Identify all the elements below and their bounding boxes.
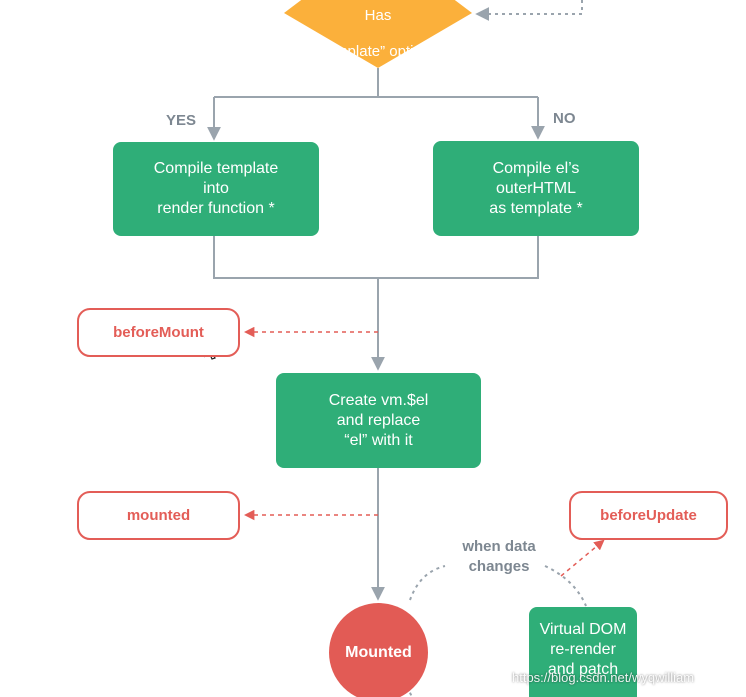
split-connector bbox=[214, 68, 538, 98]
when-data-changes-note: when data changes bbox=[462, 538, 536, 575]
create-el-step: Create vm.$el and replace “el” with it bbox=[276, 373, 481, 468]
before-mount-hook: beforeMount bbox=[77, 308, 240, 357]
decision-line1: Has bbox=[364, 7, 392, 24]
yes-label: YES bbox=[166, 112, 197, 129]
no-label: NO bbox=[553, 110, 576, 127]
watermark: https://blog.csdn.net/wyqwilliam bbox=[512, 670, 695, 685]
mounted-state: Mounted bbox=[329, 603, 428, 697]
data-change-connector bbox=[409, 565, 446, 601]
before-update-hook: beforeUpdate bbox=[569, 491, 728, 540]
compile-template-step: Compile template into render function * bbox=[113, 142, 319, 236]
mounted-hook: mounted bbox=[77, 491, 240, 540]
data-change-connector-right bbox=[544, 565, 587, 607]
compile-el-step: Compile el’s outerHTML as template * bbox=[433, 141, 639, 236]
virtual-dom-step: Virtual DOM re-render and patch bbox=[529, 607, 637, 697]
join-connector bbox=[213, 236, 539, 279]
decision-line2: “template” option? bbox=[317, 43, 439, 60]
decision-label: Has “template” option? bbox=[290, 0, 466, 61]
decision-diamond bbox=[284, 0, 472, 68]
loop-back-connector bbox=[475, 0, 583, 21]
before-update-hook-arrow bbox=[560, 539, 605, 577]
